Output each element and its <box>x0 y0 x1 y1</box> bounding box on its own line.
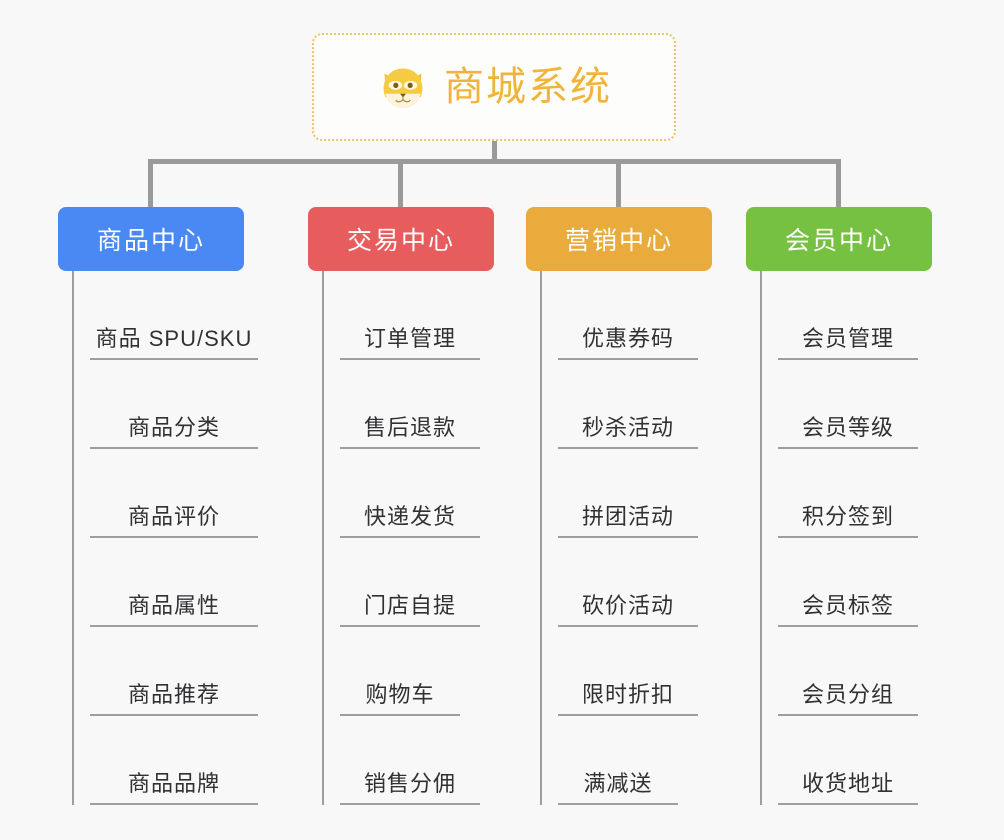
leaf-item[interactable]: 订单管理 <box>340 271 480 360</box>
leaf-item[interactable]: 商品属性 <box>90 538 258 627</box>
leaf-list-product-center: 商品 SPU/SKU 商品分类 商品评价 商品属性 商品推荐 商品品牌 <box>58 271 258 805</box>
leaf-label: 门店自提 <box>363 592 456 618</box>
leaf-item[interactable]: 砍价活动 <box>558 538 698 627</box>
leaf-label: 收货地址 <box>801 770 894 796</box>
leaf-item[interactable]: 商品推荐 <box>90 627 258 716</box>
leaf-label: 限时折扣 <box>581 681 674 707</box>
leaf-item[interactable]: 商品 SPU/SKU <box>90 271 258 360</box>
leaf-label: 会员等级 <box>801 414 894 440</box>
leaf-item[interactable]: 会员标签 <box>778 538 918 627</box>
branch-header-trade-center[interactable]: 交易中心 <box>308 207 494 271</box>
leaf-item[interactable]: 快递发货 <box>340 449 480 538</box>
root-node-shopping-mall-system[interactable]: 商城系统 <box>312 33 676 141</box>
leaf-label: 积分签到 <box>801 503 894 529</box>
leaf-label: 售后退款 <box>363 414 456 440</box>
leaf-item[interactable]: 商品评价 <box>90 449 258 538</box>
leaf-list-marketing-center: 优惠券码 秒杀活动 拼团活动 砍价活动 限时折扣 满减送 <box>526 271 712 805</box>
leaf-item[interactable]: 会员分组 <box>778 627 918 716</box>
connector-root-stem <box>492 141 497 163</box>
leaf-item[interactable]: 优惠券码 <box>558 271 698 360</box>
branch-column-trade-center: 交易中心 订单管理 售后退款 快递发货 门店自提 购物车 销售分佣 <box>308 207 494 805</box>
leaf-item[interactable]: 积分签到 <box>778 449 918 538</box>
branch-column-marketing-center: 营销中心 优惠券码 秒杀活动 拼团活动 砍价活动 限时折扣 满减送 <box>526 207 712 805</box>
root-title: 商城系统 <box>444 65 612 109</box>
connector-drop-branch-3 <box>616 159 621 209</box>
leaf-label: 秒杀活动 <box>581 414 674 440</box>
leaf-trunk-line <box>72 271 74 805</box>
leaf-label: 会员标签 <box>801 592 894 618</box>
connector-drop-branch-4 <box>836 159 841 209</box>
leaf-item[interactable]: 拼团活动 <box>558 449 698 538</box>
leaf-item[interactable]: 商品品牌 <box>90 716 258 805</box>
branch-header-member-center[interactable]: 会员中心 <box>746 207 932 271</box>
leaf-list-member-center: 会员管理 会员等级 积分签到 会员标签 会员分组 收货地址 <box>746 271 932 805</box>
leaf-list-trade-center: 订单管理 售后退款 快递发货 门店自提 购物车 销售分佣 <box>308 271 494 805</box>
leaf-label: 拼团活动 <box>581 503 674 529</box>
leaf-item[interactable]: 秒杀活动 <box>558 360 698 449</box>
leaf-label: 商品推荐 <box>127 681 220 707</box>
connector-drop-branch-2 <box>398 159 403 209</box>
leaf-item[interactable]: 售后退款 <box>340 360 480 449</box>
leaf-label: 优惠券码 <box>581 325 674 351</box>
leaf-label: 会员管理 <box>801 325 894 351</box>
leaf-item[interactable]: 购物车 <box>340 627 460 716</box>
leaf-item[interactable]: 满减送 <box>558 716 678 805</box>
leaf-item[interactable]: 限时折扣 <box>558 627 698 716</box>
leaf-item[interactable]: 门店自提 <box>340 538 480 627</box>
leaf-item[interactable]: 会员等级 <box>778 360 918 449</box>
leaf-label: 商品分类 <box>127 414 220 440</box>
leaf-label: 商品品牌 <box>127 770 220 796</box>
leaf-trunk-line <box>540 271 542 805</box>
branch-header-product-center[interactable]: 商品中心 <box>58 207 244 271</box>
leaf-item[interactable]: 商品分类 <box>90 360 258 449</box>
connector-drop-branch-1 <box>148 159 153 209</box>
leaf-item[interactable]: 收货地址 <box>778 716 918 805</box>
leaf-label: 购物车 <box>365 681 435 707</box>
branch-column-product-center: 商品中心 商品 SPU/SKU 商品分类 商品评价 商品属性 商品推荐 商品品牌 <box>58 207 258 805</box>
branch-header-marketing-center[interactable]: 营销中心 <box>526 207 712 271</box>
leaf-label: 会员分组 <box>801 681 894 707</box>
leaf-item[interactable]: 销售分佣 <box>340 716 480 805</box>
branch-column-member-center: 会员中心 会员管理 会员等级 积分签到 会员标签 会员分组 收货地址 <box>746 207 932 805</box>
leaf-label: 商品 SPU/SKU <box>95 325 253 351</box>
shiba-dog-face-icon <box>376 60 430 114</box>
leaf-label: 订单管理 <box>363 325 456 351</box>
leaf-item[interactable]: 会员管理 <box>778 271 918 360</box>
leaf-label: 销售分佣 <box>363 770 456 796</box>
leaf-label: 满减送 <box>583 770 653 796</box>
leaf-label: 砍价活动 <box>581 592 674 618</box>
leaf-label: 商品评价 <box>127 503 220 529</box>
leaf-label: 快递发货 <box>363 503 456 529</box>
leaf-trunk-line <box>322 271 324 805</box>
leaf-trunk-line <box>760 271 762 805</box>
leaf-label: 商品属性 <box>127 592 220 618</box>
connector-horizontal-bus <box>148 159 841 164</box>
